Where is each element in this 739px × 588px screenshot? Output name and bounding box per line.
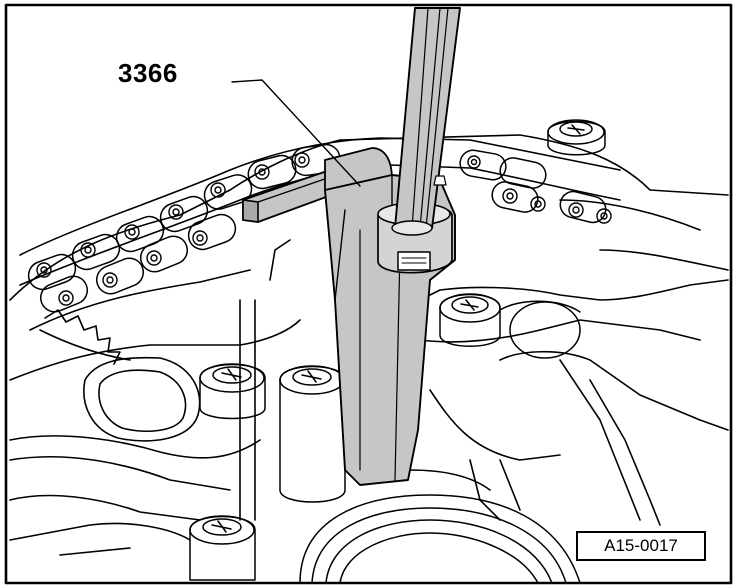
bolt-left [199, 363, 266, 420]
part-number-label: 3366 [118, 58, 178, 88]
figure-frame [4, 3, 733, 585]
sprocket-teeth [39, 309, 131, 365]
figure-reference-text: A15-0017 [604, 536, 678, 555]
figure-reference-code: A15-0017 [576, 531, 706, 561]
bolt-top-right [547, 119, 606, 156]
locating-tool-3366 [242, 7, 461, 486]
bolt-center [279, 365, 346, 503]
bearing-bore [299, 494, 581, 584]
leader-line [231, 79, 361, 187]
bolt-center-right [439, 293, 581, 359]
bolt-bottom-left [189, 515, 256, 581]
engine-housing [9, 134, 729, 556]
